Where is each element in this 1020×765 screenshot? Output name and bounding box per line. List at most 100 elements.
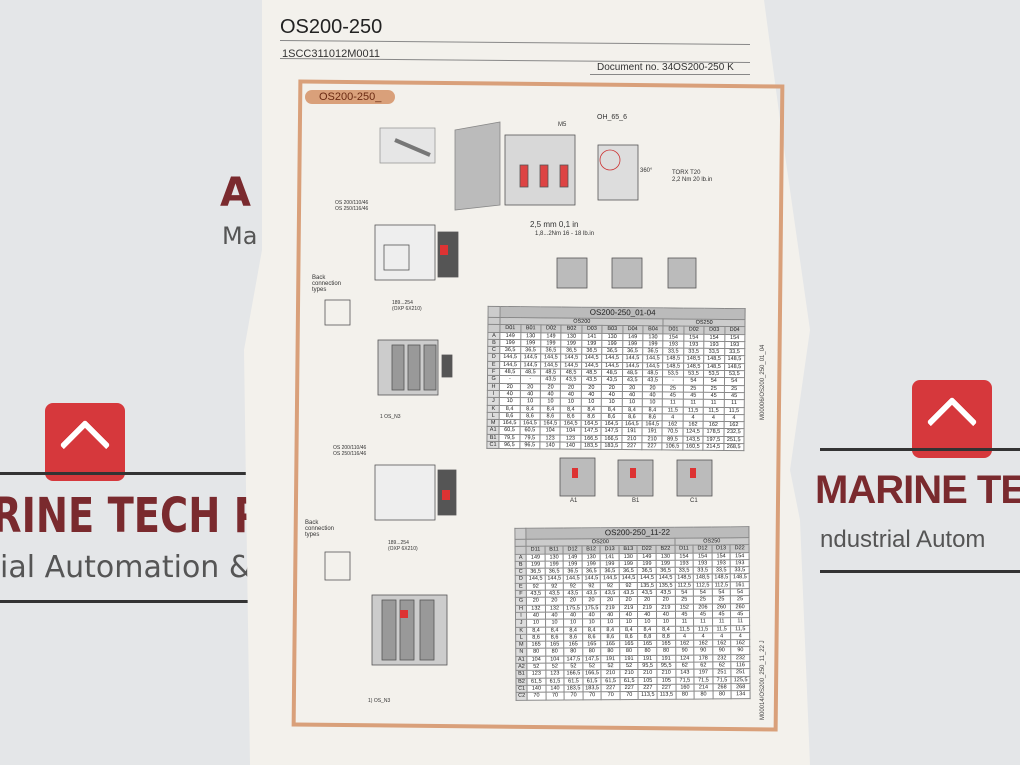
note-n3-2: 1) OS_N3	[368, 698, 391, 704]
row-label: C2	[516, 692, 528, 700]
row-label: I	[487, 390, 500, 398]
column-header: D22	[637, 545, 657, 554]
table-cell: 54	[730, 588, 750, 597]
table-cell: 113,5	[657, 691, 676, 699]
table-cell: 148,5	[662, 362, 684, 371]
table-cell: 144,5	[619, 574, 638, 583]
row-label: A	[487, 331, 501, 340]
table-cell: 11,5	[730, 625, 750, 633]
column-header: D12	[563, 546, 582, 554]
table-cell: 11,5	[693, 625, 713, 633]
table-cell: 144,5	[581, 354, 602, 363]
table-cell: 92	[600, 582, 620, 590]
table-cell: 152	[675, 603, 694, 612]
table-cell: 92	[544, 582, 564, 591]
table-cell: 165	[563, 641, 583, 649]
table-cell: 144,5	[499, 361, 521, 369]
table-cell: 11	[675, 618, 694, 626]
table-cell: 25	[730, 596, 750, 604]
table-cell: 96,5	[519, 441, 540, 450]
table-cell: 144,5	[601, 362, 623, 370]
table-cell: 45	[730, 610, 750, 619]
row-label: A	[515, 553, 527, 562]
background-logo-right	[912, 380, 992, 458]
table-cell: 165	[638, 640, 657, 648]
row-label: D	[515, 575, 527, 584]
table-cell: 70	[527, 692, 546, 700]
front-view-1	[377, 339, 453, 396]
front-view-2	[371, 594, 448, 666]
table-cell: 140	[560, 442, 581, 450]
table-cell: 11	[693, 618, 713, 626]
document-code: 1SCC311012M0011	[282, 48, 381, 60]
table-cell: 147,5	[582, 655, 602, 663]
note-os-models-1: OS 200/110/46 OS 250/116/46	[335, 200, 369, 212]
table-cell: 227	[621, 442, 642, 451]
table-cell: 8,6	[526, 633, 546, 642]
table-cell: 164,5	[499, 419, 520, 428]
table-cell: 36,5	[637, 567, 657, 575]
row-label: C1	[486, 441, 500, 449]
table-cell: 149	[563, 553, 582, 561]
row-label: N	[515, 648, 527, 657]
label-b1: B1	[632, 498, 640, 504]
note-torx-nm: 2,2 Nm 20 lb.in	[672, 177, 713, 183]
table-cell: 164,5	[601, 420, 622, 429]
table-cell: 54	[693, 589, 713, 597]
table-cell: 148,5	[724, 355, 745, 364]
table-cell: 191	[601, 655, 620, 663]
table-cell: 10	[656, 618, 676, 626]
table-cell: 61,5	[527, 677, 546, 686]
table-cell: 71,5	[675, 676, 695, 685]
table-cell: 20	[545, 597, 564, 605]
table-cell: 10	[545, 619, 564, 627]
column-header: D13	[600, 545, 620, 554]
table-cell: 175,5	[563, 604, 583, 612]
table-cell: 104	[526, 655, 546, 664]
row-label: A1	[487, 426, 500, 435]
table-cell: 8,8	[638, 633, 657, 641]
row-label: F	[515, 590, 527, 598]
table-cell: 95,5	[656, 662, 676, 670]
row-label: B	[515, 561, 527, 569]
table-cell: 70	[564, 692, 583, 700]
table-cell: 166,5	[601, 435, 622, 443]
table-cell: 148,5	[683, 355, 704, 364]
column-header: B13	[618, 545, 638, 554]
row-label: B2	[515, 677, 528, 686]
table-cell: 43,5	[563, 589, 583, 598]
divider	[0, 600, 250, 603]
table-cell: 175,5	[582, 604, 601, 612]
row-label: C	[515, 568, 527, 576]
side-reference-1: M00006/OS200_250_01_04	[760, 344, 766, 420]
row-label: H	[487, 383, 500, 391]
column-header: D12	[693, 545, 712, 553]
table-cell: 52	[526, 663, 546, 671]
column-header: B12	[581, 546, 601, 554]
table-cell: 33,5	[730, 566, 750, 575]
table-cell: 123	[527, 670, 546, 678]
brand-subtext-left: ial Automation &	[0, 550, 253, 585]
table-cell: 144,5	[622, 362, 643, 370]
table-cell: 125,5	[731, 676, 750, 684]
table-cell: 251	[731, 669, 750, 677]
table-cell: 8,4	[545, 626, 564, 634]
table-cell: 148,5	[683, 362, 704, 371]
table-cell: 135,5	[637, 582, 657, 590]
table-cell: 80	[601, 648, 620, 656]
table-cell: 70	[545, 692, 565, 700]
table-cell: 8,6	[545, 633, 564, 642]
table-cell: 43,5	[637, 589, 657, 597]
table-cell: 33,5	[693, 567, 712, 575]
note-back-connection-1: Back connection types	[312, 275, 342, 293]
table-cell: 10	[638, 618, 657, 627]
table-cell: 25	[693, 596, 713, 604]
table-cell: 154	[693, 552, 712, 560]
row-label: B1	[486, 434, 500, 442]
table-cell: 199	[600, 560, 620, 568]
table-cell: 144,5	[600, 575, 620, 583]
table-cell: 144,5	[526, 575, 545, 584]
table-cell: 36,5	[563, 568, 583, 576]
table-cell: 268	[712, 683, 732, 692]
